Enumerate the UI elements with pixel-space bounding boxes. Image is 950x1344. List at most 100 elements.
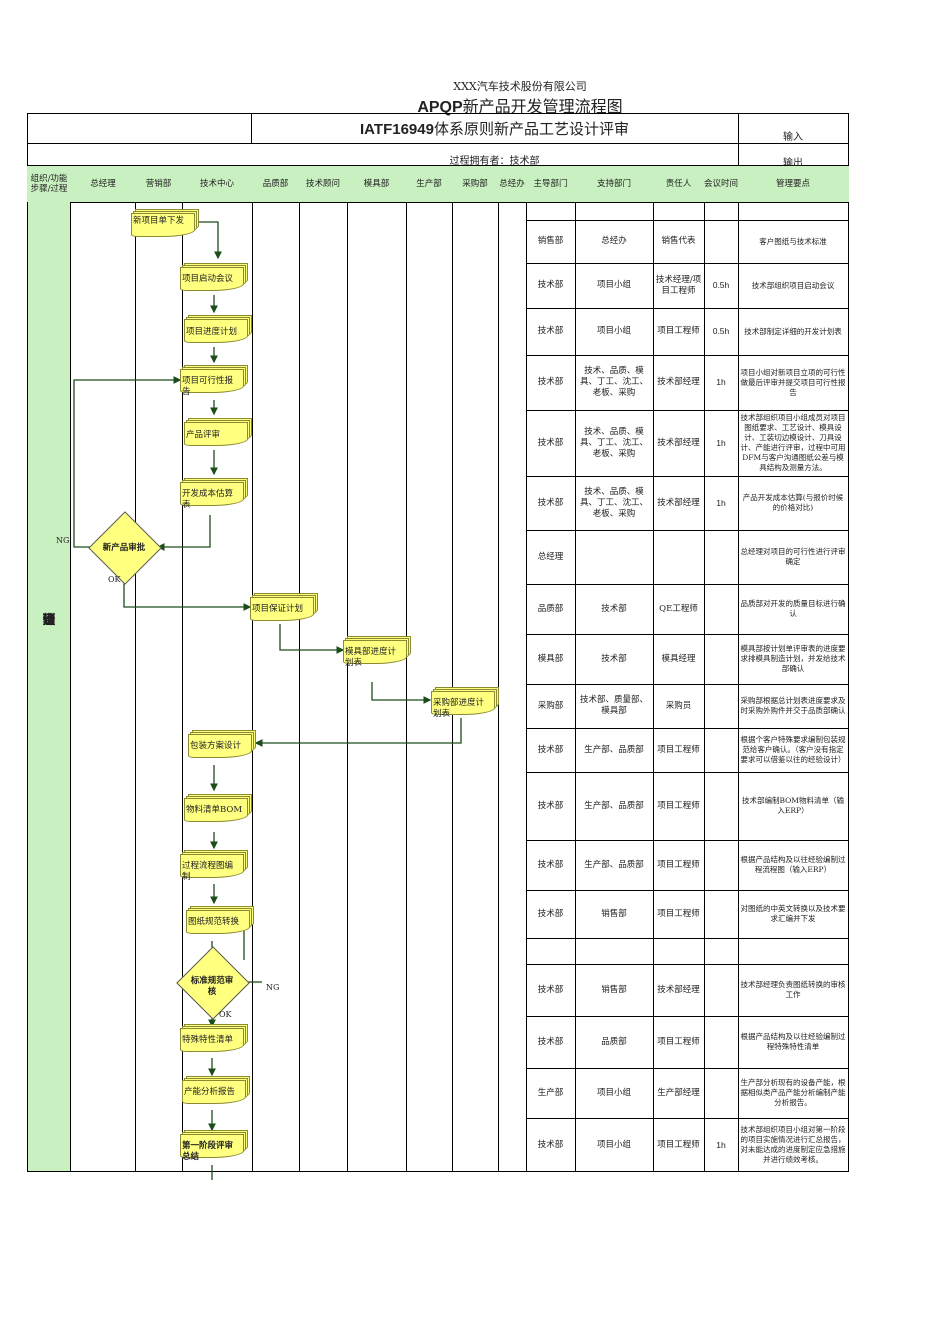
row-key: 总经理对项目的可行性进行评审确定 [740,547,846,566]
frame-line [251,113,252,143]
col-purchase: 采购部 [452,166,499,202]
input-label: 输入 [783,132,803,143]
lane-divider [526,202,527,1172]
lane-divider [704,202,705,1172]
flow-doc-kickoff: 项目启动会议 [180,263,248,291]
row-divider [526,1118,848,1119]
row-owner: 项目工程师 [657,800,700,811]
col-office: 总经办 [498,166,527,202]
row-lead: 技术部 [537,744,564,755]
row-key: 技术部组织项目小组对第一阶段的项目实施情况进行汇总报告，对未能达成的进度制定应急… [740,1125,846,1164]
row-support: 项目小组 [596,1087,631,1098]
flow-doc-packaging: 包装方案设计 [188,730,256,758]
phase-char: 项 [42,613,56,628]
subtitle: IATF16949体系原则新产品工艺设计评审 [251,118,738,139]
frame-bottom [27,1171,849,1172]
ok-label: OK [219,1010,232,1019]
process-owner: 过程拥有者：技术部 [449,156,540,167]
row-lead: 技术部 [537,377,564,387]
col-key: 管理要点 [738,166,848,202]
col-support: 支持部门 [575,166,654,202]
row-key: 生产部分析现有的设备产能，根据相似类产品产能分析编制产能分析报告。 [740,1078,846,1107]
col-lead: 主导部门 [526,166,576,202]
row-divider [526,772,848,773]
phase-char: ） [42,613,56,628]
row-key: 技术部组织项目启动会议 [751,280,835,290]
row-time: 1h [716,497,726,508]
row-owner: 技术部经理 [657,497,700,508]
row-divider [526,220,848,221]
decision-standard-label: 标准规范审核 [190,976,234,997]
flow-doc-purchase-schedule: 采购部进度计划表 [431,687,499,719]
col-mold: 模具部 [347,166,407,202]
row-key: 根据产品结构及以往经验编制过程流程图（输入ERP） [740,855,846,874]
row-divider [526,584,848,585]
row-support: 生产部、品质部 [584,800,644,811]
row-owner: 项目工程师 [657,859,700,870]
row-support: 销售部 [601,984,627,995]
row-lead: 技术部 [537,326,564,336]
flow-doc-cost-estimate: 开发成本估算表 [180,478,248,510]
lane-divider [653,202,654,1172]
row-owner: 生产部经理 [657,1087,700,1098]
row-lead: 技术部 [537,280,564,290]
col-gm: 总经理 [71,166,136,202]
flow-doc-drawing-convert: 图纸规范转换 [186,906,254,934]
flow-doc-schedule: 项目进度计划 [184,315,252,343]
lane-divider [406,202,407,1172]
row-divider [526,684,848,685]
col-prod: 生产部 [406,166,453,202]
row-divider [526,840,848,841]
row-support: 项目小组 [596,326,631,336]
title-prefix: APQP [417,99,463,116]
row-owner: 技术部经理 [657,437,700,448]
row-key: 采购部根据总计划表进度要求及时采购外购件并交于品质部确认 [740,696,846,715]
row-owner: 项目工程师 [657,326,700,336]
row-support: 技术部 [601,603,627,614]
lane-divider [738,202,739,1172]
phase-char: 确 [42,613,56,628]
row-lead: 技术部 [537,908,564,919]
phase-column [28,202,71,1172]
phase-char: 目 [42,613,56,628]
ng-label: NG [266,983,280,992]
row-support: 技术部 [601,653,627,664]
row-support: 项目小组 [596,1139,631,1150]
row-owner: 项目工程师 [657,1139,700,1150]
row-lead: 品质部 [537,603,564,614]
row-divider [526,308,848,309]
row-lead: 技术部 [537,800,564,811]
title-rest: 新产品开发管理流程图 [462,97,623,116]
decision-approval-label: 新产品审批 [102,543,146,553]
row-lead: 模具部 [537,653,564,664]
row-owner: 项目工程师 [657,744,700,755]
ng-label: NG [56,536,70,545]
row-divider [526,938,848,939]
phase-char: 定 [42,613,56,628]
row-divider [526,1016,848,1017]
row-owner: 技术经理/项目工程师 [655,274,702,296]
row-divider [526,355,848,356]
col-advisor: 技术顾问 [299,166,348,202]
row-key: 客户图纸与技术标准 [759,236,827,246]
col-owner: 责任人 [653,166,705,202]
row-lead: 生产部 [537,1087,564,1098]
row-key: 项目小组对新项目立项的可行性做最后评审并提交项目可行性报告 [740,367,846,397]
row-owner: 模具经理 [661,653,696,664]
lane-divider [299,202,300,1172]
flow-doc-product-review: 产品评审 [184,418,252,446]
row-support: 技术、品质、模具、丁工、沈工、老板、采购 [579,366,648,398]
row-key: 对图纸的中英文转换以及技术要求汇编并下发 [740,904,846,923]
flow-doc-bom: 物料清单BOM [184,794,252,822]
row-support: 技术部、质量部、模具部 [579,695,648,716]
row-divider [526,1068,848,1069]
row-key: 技术部编制BOM物料清单（输入ERP） [742,796,844,815]
col-meeting: 会议时间 [704,166,739,202]
phase-char: 划 [42,613,56,628]
flow-doc-mold-schedule: 模具部进度计划表 [343,636,411,668]
subtitle-prefix: IATF16949 [360,121,434,138]
lane-divider [347,202,348,1172]
row-support: 技术、品质、模具、丁工、沈工、老板、采购 [579,426,648,459]
row-owner: 项目工程师 [657,908,700,919]
col-tech: 技术中心 [182,166,253,202]
